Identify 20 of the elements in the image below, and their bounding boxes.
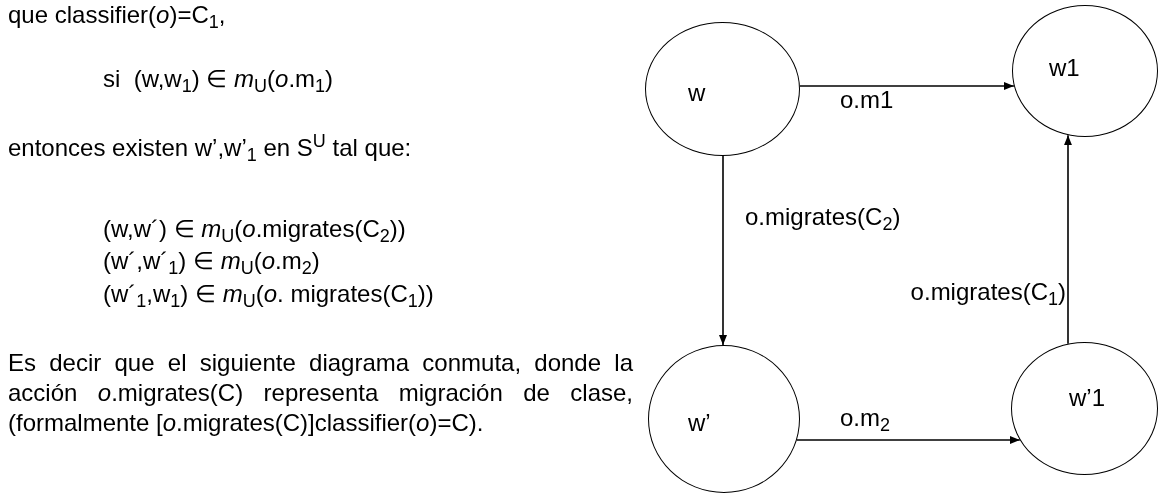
- edge-label: o.migrates(C$_{2}$): [745, 203, 901, 231]
- formula-text: que classifier(o)=C$_{1}$,: [8, 0, 226, 30]
- arrow: [799, 82, 1015, 90]
- paragraph: Es decir que el siguiente diagrama conmuta, donde la acción o.migrates(C) representa migración de clase, (formalmente [o.migrates(C)]classifier(o)=C).: [8, 348, 633, 438]
- edge-label: o.m1: [840, 86, 894, 114]
- state-label: w1: [1049, 54, 1080, 82]
- formula-text: si (w,w$_{1}$) ∈ m$_{U}$(o.m$_{1}$): [103, 64, 334, 94]
- state-label: w’: [688, 409, 711, 437]
- state-label: w’1: [1069, 384, 1105, 412]
- formula-text: entonces existen w’,w’$_{1}$ en S$^{U}$ tal que:: [8, 133, 412, 163]
- state-ellipse: [1011, 342, 1158, 475]
- formula-text: (w´,w´$_{1}$) ∈ m$_{U}$(o.m$_{2}$): [103, 246, 320, 276]
- formula-text: (w,w´) ∈ m$_{U}$(o.migrates(C$_{2}$)): [103, 214, 406, 244]
- edge-label: o.migrates(C$_{1}$): [910, 278, 1066, 306]
- arrow: [796, 436, 1021, 444]
- state-label: w: [688, 79, 706, 107]
- formula-text: (w´$_{1}$,w$_{1}$) ∈ m$_{U}$(o. migrates(C$_{1}$)): [103, 279, 434, 309]
- arrow: [1064, 134, 1072, 345]
- arrow: [719, 155, 727, 346]
- edge-label: o.m$_{2}$: [840, 404, 891, 432]
